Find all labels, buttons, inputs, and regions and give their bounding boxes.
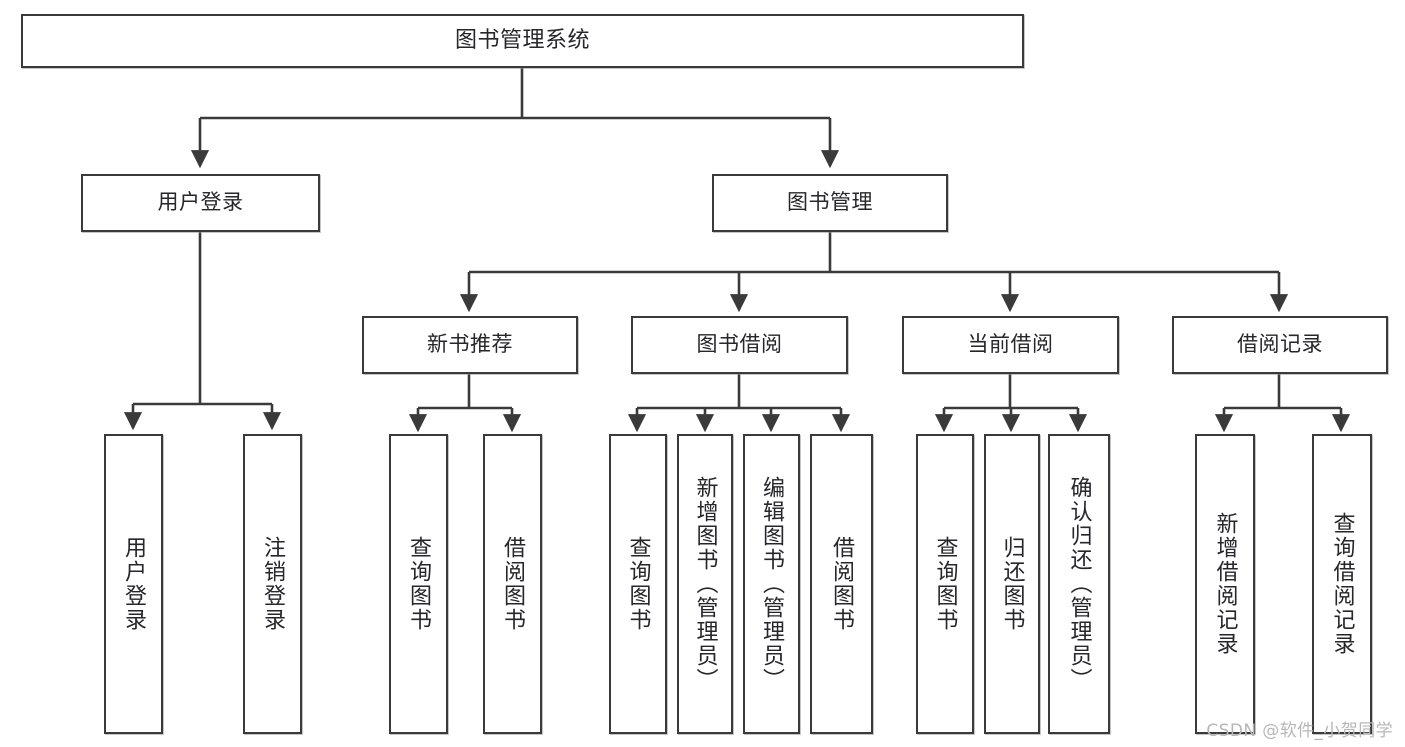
leaf-record-query-borrow-record[interactable]: 查询借阅记录: [1312, 434, 1372, 734]
node-label: 新书推荐: [427, 332, 513, 357]
leaf-user-login-signin[interactable]: 用户登录: [104, 434, 163, 734]
node-label: 注销登录: [260, 536, 286, 632]
node-label: 查询图书: [406, 536, 432, 632]
node-label: 用户登录: [157, 190, 244, 215]
leaf-user-login-signout[interactable]: 注销登录: [243, 434, 302, 734]
leaf-current-query-book[interactable]: 查询图书: [916, 434, 974, 734]
leaf-current-confirm-return-admin[interactable]: 确认归还（管理员）: [1048, 434, 1110, 734]
node-label: 查询图书: [625, 536, 651, 632]
node-borrow-record[interactable]: 借阅记录: [1172, 316, 1388, 374]
node-label: 新增借阅记录: [1212, 512, 1238, 656]
node-label: 图书管理系统: [454, 27, 590, 53]
node-label: 借阅图书: [500, 536, 526, 632]
node-label: 图书借阅: [696, 332, 783, 357]
node-label: 归还图书: [999, 536, 1025, 632]
leaf-current-return-book[interactable]: 归还图书: [984, 434, 1040, 734]
node-label: 图书管理: [787, 190, 873, 215]
node-user-login[interactable]: 用户登录: [81, 174, 320, 232]
leaf-borrow-add-book-admin[interactable]: 新增图书（管理员）: [677, 434, 733, 734]
node-label: 借阅图书: [829, 536, 855, 632]
leaf-record-add-borrow-record[interactable]: 新增借阅记录: [1195, 434, 1255, 734]
node-book-management[interactable]: 图书管理: [712, 174, 948, 232]
node-label: 编辑图书（管理员）: [759, 476, 785, 692]
node-book-borrow[interactable]: 图书借阅: [631, 316, 848, 374]
csdn-watermark: CSDN @软件_小贺同学: [1206, 721, 1393, 741]
node-label: 新增图书（管理员）: [692, 476, 718, 692]
leaf-borrow-edit-book-admin[interactable]: 编辑图书（管理员）: [743, 434, 800, 734]
node-current-borrow[interactable]: 当前借阅: [902, 316, 1119, 374]
node-label: 当前借阅: [967, 332, 1054, 357]
node-root-book-management-system[interactable]: 图书管理系统: [21, 14, 1024, 68]
leaf-new-book-borrow-book[interactable]: 借阅图书: [483, 434, 542, 734]
node-label: 借阅记录: [1237, 332, 1323, 357]
leaf-borrow-borrow-book[interactable]: 借阅图书: [810, 434, 873, 734]
node-new-book-recommend[interactable]: 新书推荐: [362, 316, 578, 374]
node-label: 查询借阅记录: [1329, 512, 1355, 656]
node-label: 确认归还（管理员）: [1066, 476, 1092, 692]
node-label: 用户登录: [121, 536, 147, 632]
leaf-new-book-query-book[interactable]: 查询图书: [389, 434, 448, 734]
leaf-borrow-query-book[interactable]: 查询图书: [609, 434, 667, 734]
node-label: 查询图书: [932, 536, 958, 632]
